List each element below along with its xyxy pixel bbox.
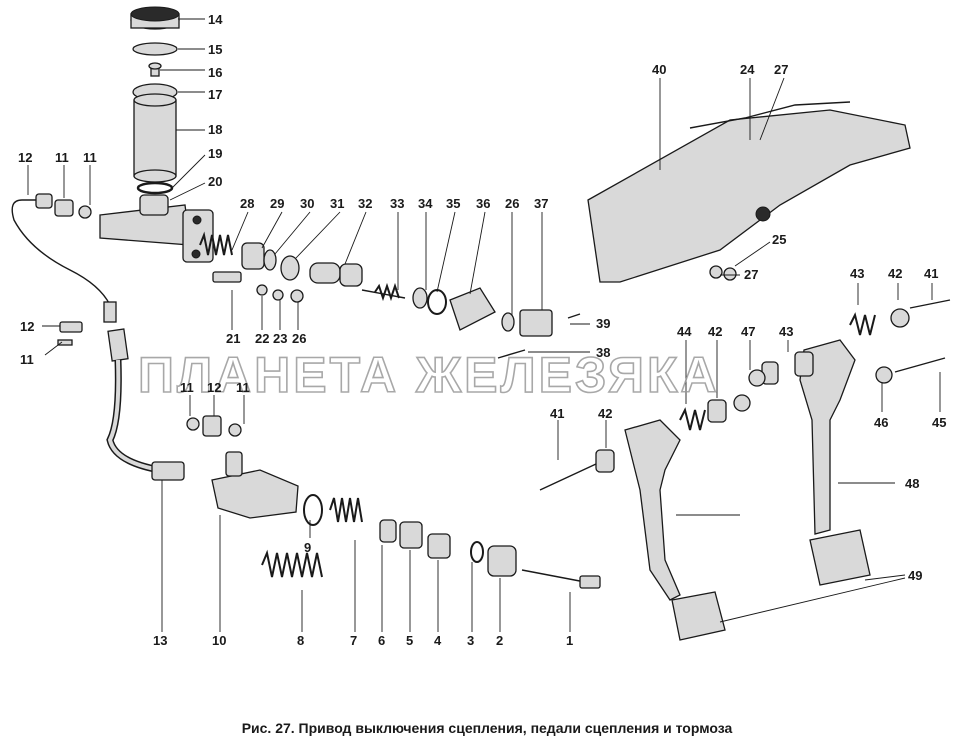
- callout-11-right: 11: [236, 380, 250, 395]
- master-cylinder: [99, 194, 214, 263]
- callout-42-right: 42: [888, 266, 902, 281]
- callout-22: 19: [208, 146, 222, 161]
- callout-7: 7: [350, 633, 357, 648]
- callout-labels: 14 15 16 17 18 19 20 12 11 11 12 11 11 1…: [18, 12, 946, 648]
- callout-4: 4: [434, 633, 442, 648]
- callout-9: 9: [304, 540, 311, 555]
- callout-12-mid: 12: [207, 380, 221, 395]
- callout-44: 45: [932, 415, 946, 430]
- figure-caption: Рис. 27. Привод выключения сцепления, пе…: [242, 720, 733, 736]
- callout-35: 35: [446, 196, 460, 211]
- watermark-text: ПЛАНЕТА ЖЕЛЕЗЯКА: [138, 347, 720, 403]
- callout-48: 49: [908, 568, 922, 583]
- callout-3: 3: [467, 633, 474, 648]
- callout-20: 17: [208, 87, 222, 102]
- callout-31: 31: [330, 196, 344, 211]
- callout-26-top: 24: [740, 62, 755, 77]
- callout-26-mid: 23: [273, 331, 287, 346]
- callout-37: 37: [534, 196, 548, 211]
- callout-43-right: 43: [850, 266, 864, 281]
- brake-pipe: [11, 193, 185, 481]
- callout-34: 34: [418, 196, 433, 211]
- master-cylinder-parts: [199, 231, 581, 359]
- callout-1: 1: [566, 633, 573, 648]
- callout-41-left: 41: [550, 406, 564, 421]
- callout-47: 48: [905, 476, 919, 491]
- fittings-group: [186, 415, 242, 437]
- callout-27-row: 26: [505, 196, 519, 211]
- callout-5: 5: [406, 633, 413, 648]
- callout-45: 46: [874, 415, 888, 430]
- callout-42-mid: 42: [708, 324, 722, 339]
- callout-24: 21: [226, 331, 240, 346]
- callout-2: 2: [496, 633, 503, 648]
- callout-27-bracket: 27: [744, 267, 758, 282]
- callout-29: 29: [270, 196, 284, 211]
- callout-28: 28: [240, 196, 254, 211]
- callout-32: 32: [358, 196, 372, 211]
- reservoir-assembly: [130, 6, 180, 195]
- callout-19: 16: [208, 65, 222, 80]
- callout-46: 47: [741, 324, 755, 339]
- callout-18: 15: [208, 42, 222, 57]
- callout-40: 40: [652, 62, 666, 77]
- callout-42-upper: 43: [779, 324, 793, 339]
- callout-27-top: 27: [774, 62, 788, 77]
- callout-39: 39: [596, 316, 610, 331]
- callout-43-left: 44: [677, 324, 692, 339]
- leader-lines: [27, 18, 941, 632]
- callout-42-left: 42: [598, 406, 612, 421]
- callout-10: 10: [212, 633, 226, 648]
- callout-25: 22: [255, 331, 269, 346]
- callout-38: 38: [596, 345, 610, 360]
- callout-26-bracket: 25: [772, 232, 786, 247]
- callout-21: 18: [208, 122, 222, 137]
- callout-15: 12: [20, 319, 34, 334]
- callout-14: 11: [20, 352, 34, 367]
- callout-11-left: 11: [180, 380, 194, 395]
- callout-27-mid: 26: [292, 331, 306, 346]
- pedal-bracket: [587, 101, 911, 283]
- callout-17: 14: [208, 12, 223, 27]
- callout-8: 8: [297, 633, 304, 648]
- callout-12-top: 11: [55, 150, 69, 165]
- callout-41-right: 41: [924, 266, 938, 281]
- callout-23: 20: [208, 174, 222, 189]
- callout-13: 13: [153, 633, 167, 648]
- callout-16: 12: [18, 150, 32, 165]
- callout-6: 6: [378, 633, 385, 648]
- callout-11-top: 11: [83, 150, 97, 165]
- callout-36: 36: [476, 196, 490, 211]
- slave-cylinder-parts: [211, 451, 601, 589]
- callout-30: 30: [300, 196, 314, 211]
- callout-33: 33: [390, 196, 404, 211]
- pedals: [539, 299, 951, 641]
